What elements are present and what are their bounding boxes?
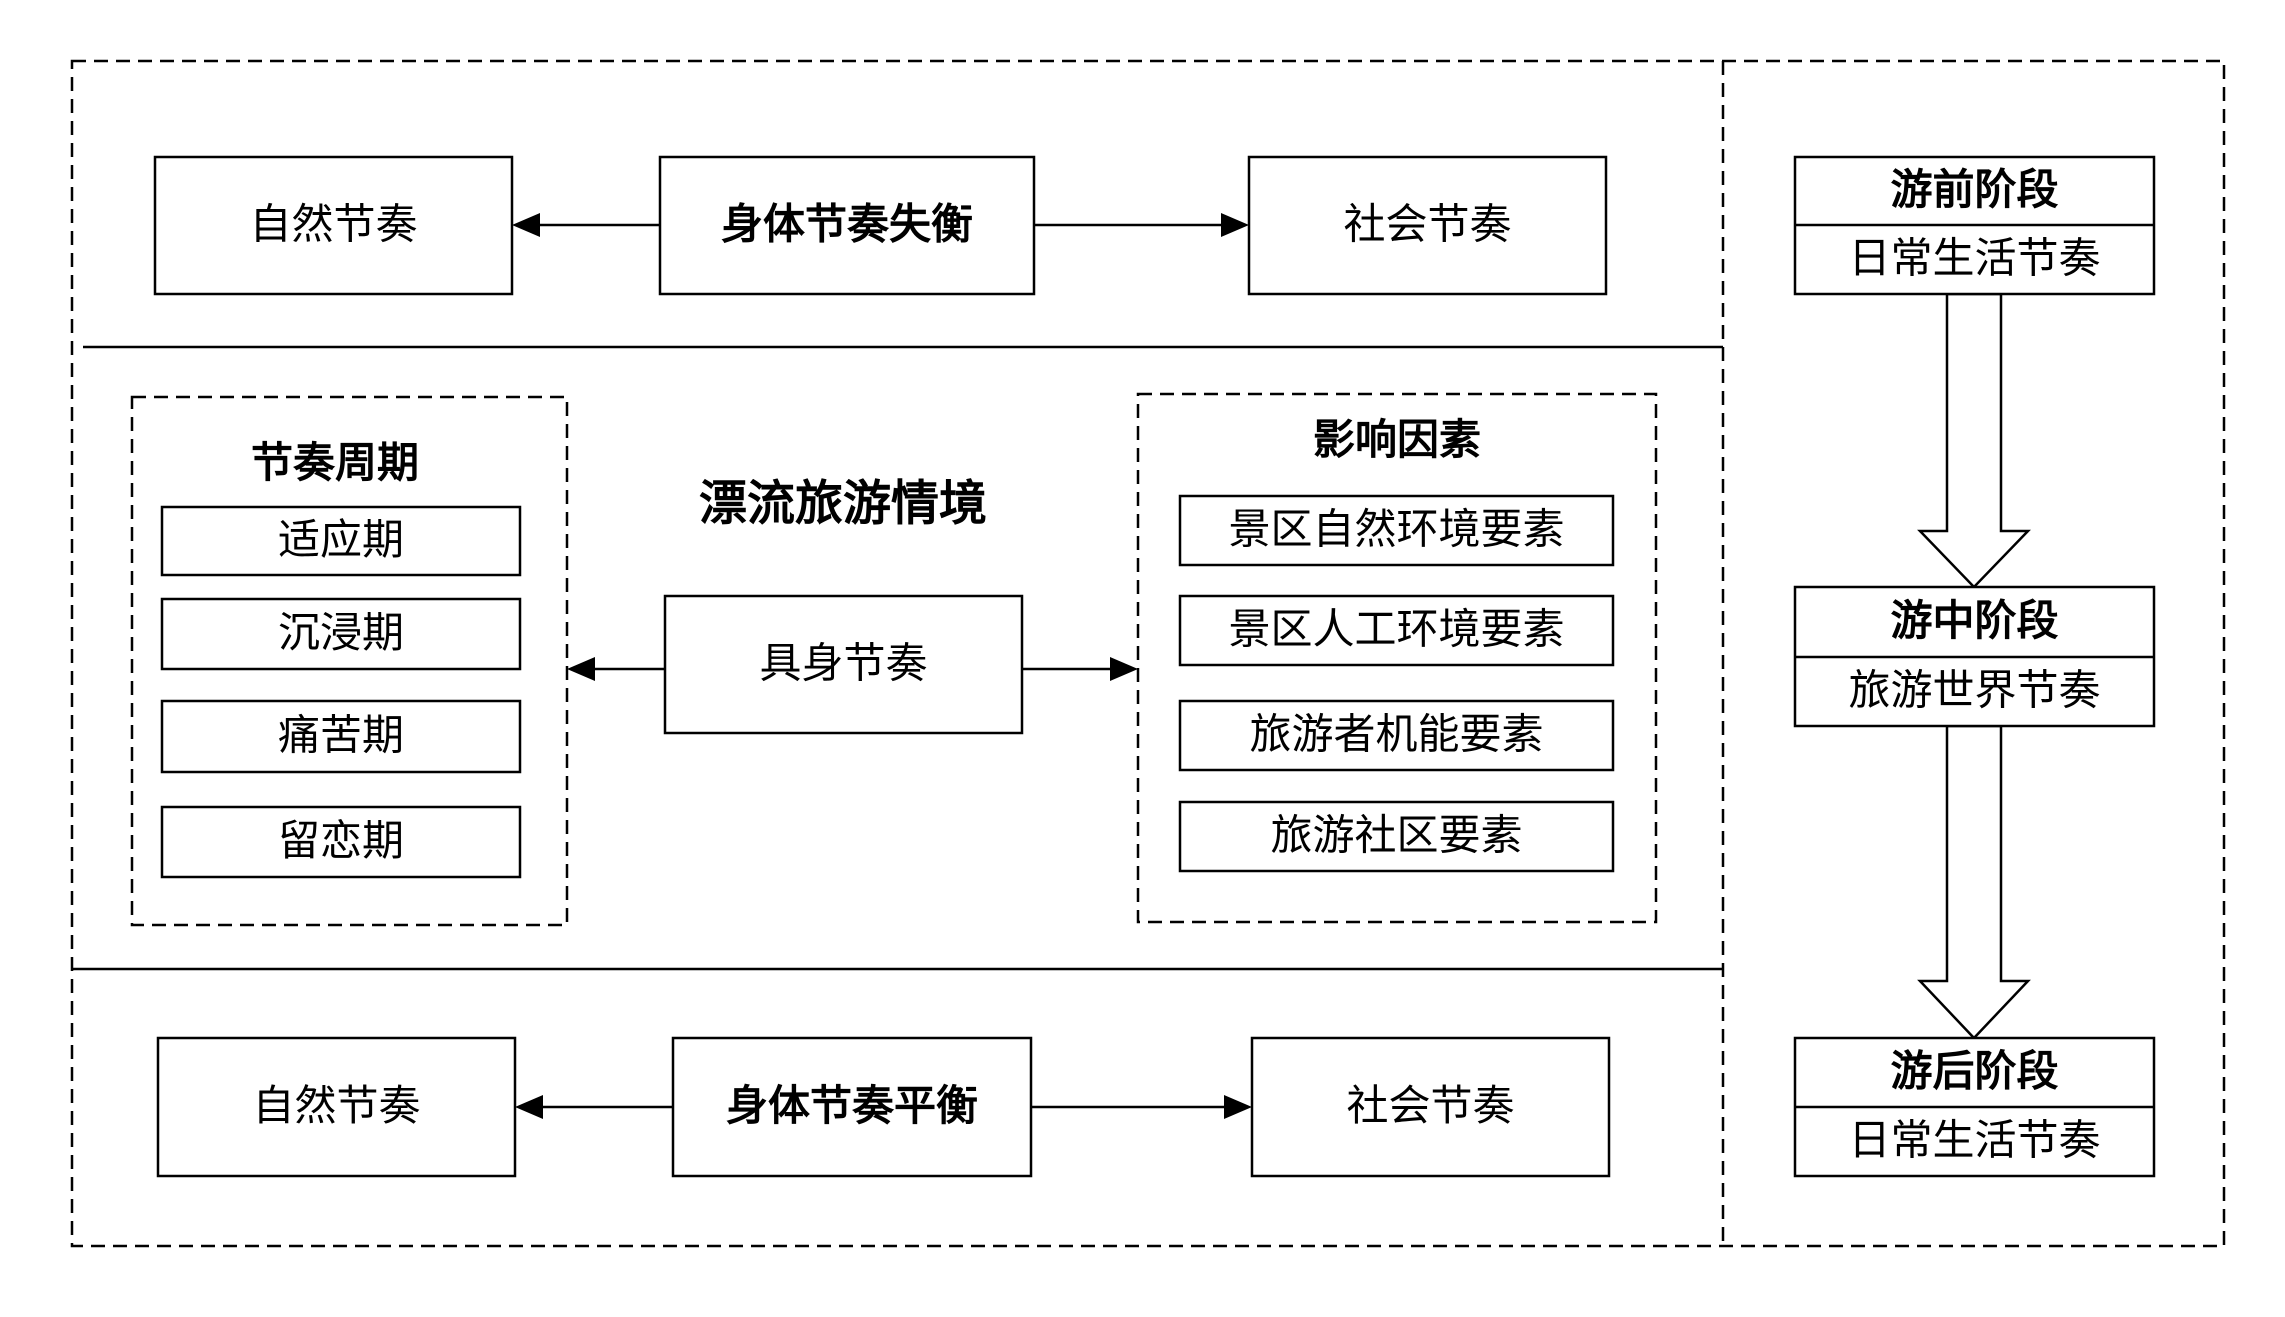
during-trip-stage-rhythm: 旅游世界节奏 (1848, 669, 2100, 715)
bottom-social-rhythm-label: 社会节奏 (1346, 1084, 1514, 1130)
post-trip-stage-box: 游后阶段 日常生活节奏 (1793, 1036, 2156, 1178)
post-trip-stage-title: 游后阶段 (1890, 1049, 2058, 1096)
influencing-factors-group: 影响因素 景区自然环境要素 景区人工环境要素 旅游者机能要素 旅游社区要素 (1136, 392, 1658, 924)
bottom-natural-rhythm-box: 自然节奏 (156, 1036, 517, 1178)
body-rhythm-imbalance-label: 身体节奏失衡 (721, 202, 973, 249)
top-right-arrow (1034, 213, 1249, 237)
rafting-context-title: 漂流旅游情境 (699, 478, 987, 531)
top-natural-rhythm-box: 自然节奏 (153, 155, 514, 296)
rhythm-cycle-item: 留恋期 (160, 805, 522, 879)
rhythm-cycle-item: 痛苦期 (160, 699, 522, 774)
embodied-rhythm-label: 具身节奏 (759, 642, 927, 688)
pre-trip-stage-rhythm: 日常生活节奏 (1848, 237, 2100, 283)
post-trip-stage-rhythm: 日常生活节奏 (1848, 1119, 2100, 1165)
influencing-factor-label: 旅游社区要素 (1270, 814, 1522, 860)
influencing-factor-label: 景区人工环境要素 (1228, 607, 1564, 654)
top-social-rhythm-label: 社会节奏 (1343, 203, 1511, 249)
middle-left-arrow (567, 657, 665, 681)
body-rhythm-balance-box: 身体节奏平衡 (671, 1036, 1033, 1178)
influencing-factors-dashed-box (1136, 392, 1658, 924)
middle-right-arrow (1022, 657, 1138, 681)
rhythm-cycle-item-label: 痛苦期 (278, 713, 404, 760)
top-social-rhythm-box: 社会节奏 (1247, 155, 1608, 296)
rhythm-cycle-title: 节奏周期 (251, 440, 419, 487)
influencing-factor-item: 旅游者机能要素 (1178, 699, 1615, 772)
influencing-factor-item: 景区人工环境要素 (1178, 594, 1615, 667)
rhythm-cycle-item: 适应期 (160, 505, 522, 577)
rhythm-cycle-item-label: 留恋期 (278, 818, 404, 865)
rhythm-cycle-item-label: 适应期 (278, 517, 404, 564)
bottom-right-arrow (1031, 1095, 1252, 1119)
body-rhythm-balance-label: 身体节奏平衡 (726, 1083, 978, 1130)
bottom-social-rhythm-box: 社会节奏 (1250, 1036, 1611, 1178)
during-trip-stage-box: 游中阶段 旅游世界节奏 (1793, 585, 2156, 728)
bottom-left-arrow (515, 1095, 673, 1119)
influencing-factor-label: 旅游者机能要素 (1249, 713, 1543, 759)
influencing-factor-item: 景区自然环境要素 (1178, 494, 1615, 567)
body-rhythm-imbalance-box: 身体节奏失衡 (658, 155, 1036, 296)
stage-flow-arrow (1917, 724, 2031, 1040)
bottom-natural-rhythm-label: 自然节奏 (252, 1083, 420, 1130)
outer-dashed-frame (70, 59, 2226, 1248)
influencing-factor-label: 景区自然环境要素 (1228, 507, 1564, 554)
rhythm-cycle-group: 节奏周期 适应期 沉浸期 痛苦期 留恋期 (130, 395, 569, 927)
top-left-arrow (512, 213, 660, 237)
rhythm-cycle-item-label: 沉浸期 (278, 611, 404, 657)
top-natural-rhythm-label: 自然节奏 (249, 202, 417, 249)
pre-trip-stage-box: 游前阶段 日常生活节奏 (1793, 155, 2156, 296)
rhythm-cycle-item: 沉浸期 (160, 597, 522, 671)
influencing-factors-title: 影响因素 (1313, 417, 1481, 464)
embodied-rhythm-box: 具身节奏 (663, 594, 1024, 735)
stage-flow-arrow (1917, 292, 2031, 589)
pre-trip-stage-title: 游前阶段 (1890, 167, 2058, 214)
rhythm-cycle-dashed-box (130, 395, 569, 927)
influencing-factor-item: 旅游社区要素 (1178, 800, 1615, 873)
during-trip-stage-title: 游中阶段 (1890, 598, 2058, 645)
